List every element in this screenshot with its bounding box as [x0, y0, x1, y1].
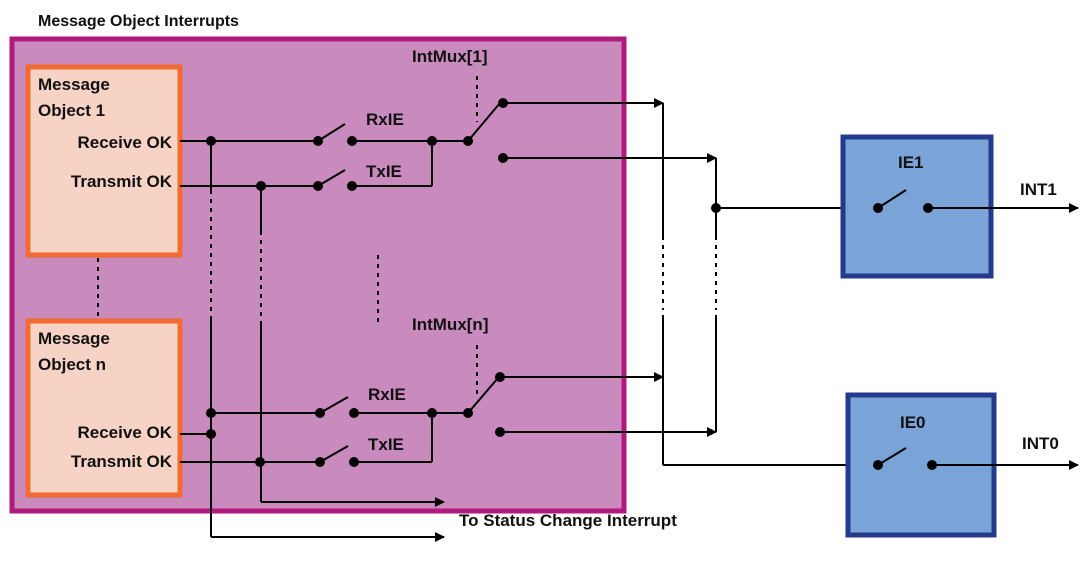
message-object-1-transmit-ok: Transmit OK — [71, 172, 173, 191]
message-object-1-title-line2: Object 1 — [38, 101, 105, 120]
message-object-n-box — [25, 318, 183, 498]
status-change-label: To Status Change Interrupt — [459, 511, 677, 530]
int0-label: INT0 — [1022, 434, 1059, 453]
rxie-bottom-label: RxIE — [368, 385, 406, 404]
message-object-1-title-line1: Message — [38, 75, 110, 94]
int1-label: INT1 — [1020, 180, 1057, 199]
rxie-top-label: RxIE — [366, 110, 404, 129]
ie0-label: IE0 — [900, 413, 926, 432]
object-n-wiring — [180, 345, 717, 467]
txie-top-label: TxIE — [366, 162, 402, 181]
ie1-label: IE1 — [898, 153, 924, 172]
message-object-n-receive-ok: Receive OK — [78, 423, 173, 442]
object-1-wiring — [180, 76, 717, 191]
message-object-1-receive-ok: Receive OK — [78, 133, 173, 152]
mux-top-label: IntMux[1] — [412, 47, 488, 66]
message-object-1-box — [25, 64, 183, 258]
message-object-n-title-line1: Message — [38, 329, 110, 348]
mux-bottom-label: IntMux[n] — [412, 315, 488, 334]
diagram-title: Message Object Interrupts — [38, 13, 239, 30]
ie1-box — [840, 134, 994, 279]
txie-bottom-label: TxIE — [368, 435, 404, 454]
message-object-n-title-line2: Object n — [38, 355, 106, 374]
ie0-switch — [873, 447, 1079, 470]
message-object-n-transmit-ok: Transmit OK — [71, 452, 173, 471]
ie1-switch — [873, 189, 1079, 213]
status-buses — [210, 141, 445, 542]
